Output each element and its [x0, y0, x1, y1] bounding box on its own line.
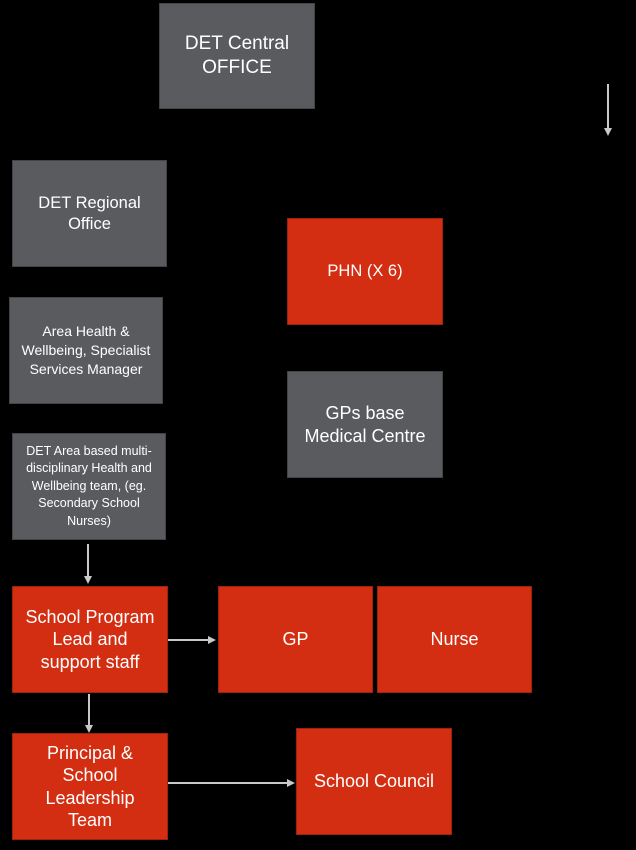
school-council-box: School Council — [296, 728, 452, 835]
gp-box: GP — [218, 586, 373, 693]
phn-label: PHN (X 6) — [327, 262, 403, 280]
det-central-office-label: DET Central OFFICE — [184, 33, 290, 78]
det-regional-office-box: DET Regional Office — [12, 160, 167, 267]
school-program-lead-label: School Program Lead and support staff — [25, 606, 155, 672]
area-health-manager-label: Area Health & Wellbeing, Specialist Serv… — [21, 323, 151, 377]
det-regional-office-label: DET Regional Office — [38, 193, 141, 233]
gp-label: GP — [282, 629, 309, 650]
area-health-manager-box: Area Health & Wellbeing, Specialist Serv… — [9, 297, 163, 404]
principal-team-box: Principal & School Leadership Team — [12, 733, 168, 840]
gps-medical-centre-label: GPs base Medical Centre — [304, 403, 426, 446]
school-program-lead-box: School Program Lead and support staff — [12, 586, 168, 693]
phn-box: PHN (X 6) — [287, 218, 443, 325]
principal-team-label: Principal & School Leadership Team — [45, 742, 135, 831]
det-area-team-label: DET Area based multi- disciplinary Healt… — [26, 443, 152, 528]
det-area-team-box: DET Area based multi- disciplinary Healt… — [12, 433, 166, 540]
school-council-label: School Council — [313, 771, 435, 792]
nurse-box: Nurse — [377, 586, 532, 693]
det-central-office-box: DET Central OFFICE — [159, 3, 315, 109]
gps-medical-centre-box: GPs base Medical Centre — [287, 371, 443, 478]
nurse-label: Nurse — [430, 629, 479, 650]
